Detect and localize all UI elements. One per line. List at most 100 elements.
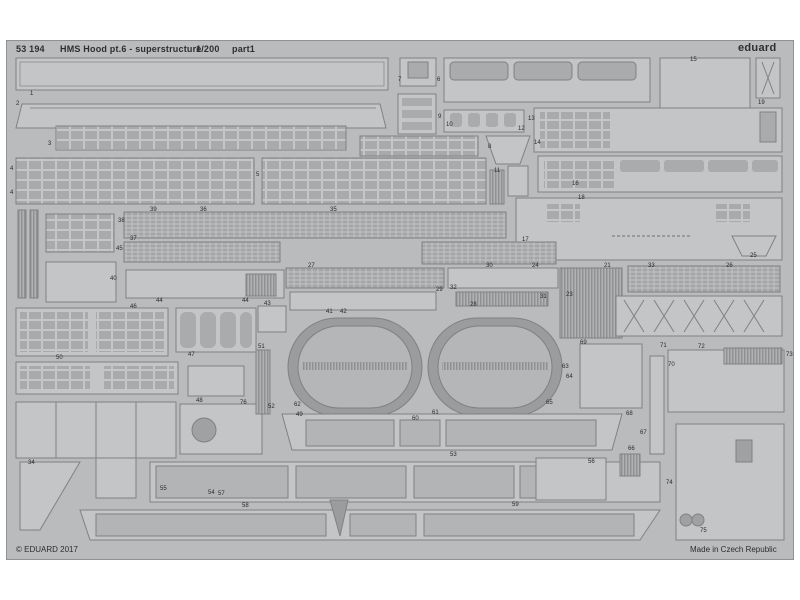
part-number: 54 bbox=[208, 490, 215, 496]
part-33-cluster bbox=[559, 265, 783, 339]
part-number: 2 bbox=[16, 101, 20, 107]
part-number: 36 bbox=[200, 207, 207, 213]
part-number: 44 bbox=[156, 298, 163, 304]
part-16-window-strip bbox=[537, 155, 783, 193]
part-number: 17 bbox=[522, 237, 529, 243]
part-number: 23 bbox=[566, 292, 573, 298]
part-number: 26 bbox=[726, 263, 733, 269]
part-number: 19 bbox=[758, 100, 765, 106]
part-number: 56 bbox=[588, 459, 595, 465]
part-number: 43 bbox=[264, 301, 271, 307]
part-47-blocks bbox=[175, 307, 271, 415]
part-8-funnel bbox=[485, 135, 531, 205]
part-number: 42 bbox=[340, 309, 347, 315]
part-number: 34 bbox=[28, 460, 35, 466]
part-number: 59 bbox=[512, 502, 519, 508]
part-number: 18 bbox=[578, 195, 585, 201]
part-14-frame bbox=[443, 57, 651, 103]
part-number: 30 bbox=[486, 263, 493, 269]
part-number: 33 bbox=[648, 263, 655, 269]
part-number: 35 bbox=[330, 207, 337, 213]
part-76-circle bbox=[191, 417, 217, 443]
part-number: 24 bbox=[532, 263, 539, 269]
part-73-strip bbox=[723, 347, 783, 365]
part-number: 65 bbox=[546, 400, 553, 406]
fret-title: HMS Hood pt.6 - superstructure bbox=[60, 44, 202, 54]
part-number: 9 bbox=[438, 114, 442, 120]
part-42-frame bbox=[289, 291, 437, 311]
part-40-plate bbox=[45, 261, 117, 303]
part-number: 74 bbox=[666, 480, 673, 486]
part-10-13-row bbox=[359, 109, 525, 157]
part-17-ladders bbox=[17, 209, 39, 299]
part-number: 71 bbox=[660, 343, 667, 349]
part-number: 60 bbox=[412, 416, 419, 422]
part-17-strip bbox=[421, 241, 557, 265]
origin-text: Made in Czech Republic bbox=[690, 545, 777, 554]
part-59-frame bbox=[79, 499, 661, 541]
part-number: 31 bbox=[540, 294, 547, 300]
part-49-rail bbox=[281, 413, 623, 451]
part-54-block bbox=[15, 401, 177, 531]
part-number: 25 bbox=[750, 253, 757, 259]
part-number: 40 bbox=[110, 276, 117, 282]
copyright-text: © EDUARD 2017 bbox=[16, 545, 78, 554]
part-number: 7 bbox=[398, 77, 402, 83]
part-number: 67 bbox=[640, 430, 647, 436]
part-27-strip bbox=[285, 267, 445, 289]
part-45-grid bbox=[45, 213, 115, 253]
part-number: 49 bbox=[296, 412, 303, 418]
part-number: 11 bbox=[494, 168, 501, 174]
part-number: 45 bbox=[116, 246, 123, 252]
part-4-panel-left bbox=[15, 157, 255, 205]
part-number: 27 bbox=[308, 263, 315, 269]
part-number: 29 bbox=[436, 287, 443, 293]
brand-logo: eduard bbox=[738, 42, 777, 54]
part-number: 62 bbox=[294, 402, 301, 408]
part-15-panel bbox=[533, 57, 783, 153]
part-number: 1 bbox=[30, 91, 34, 97]
part-number: 38 bbox=[118, 218, 125, 224]
part-number: 21 bbox=[604, 263, 611, 269]
part-number: 4 bbox=[10, 190, 14, 196]
part-number: 73 bbox=[786, 352, 793, 358]
part-32-loops bbox=[447, 267, 559, 289]
part-number: 44 bbox=[242, 298, 249, 304]
part-number: 47 bbox=[188, 352, 195, 358]
part-72-bar bbox=[649, 355, 665, 455]
part-number: 15 bbox=[690, 57, 697, 63]
part-number: 37 bbox=[130, 236, 137, 242]
part-number: 70 bbox=[668, 362, 675, 368]
part-37-strip bbox=[123, 241, 281, 263]
part-65-oval-right bbox=[427, 317, 563, 417]
part-number: 61 bbox=[432, 410, 439, 416]
part-number: 6 bbox=[437, 77, 441, 83]
part-46-panels bbox=[15, 307, 179, 395]
part-number: 72 bbox=[698, 344, 705, 350]
part-number: 32 bbox=[450, 285, 457, 291]
part-number: 8 bbox=[488, 144, 492, 150]
part-number: 16 bbox=[572, 181, 579, 187]
part-number: 64 bbox=[566, 374, 573, 380]
part-number: 55 bbox=[160, 486, 167, 492]
part-18-panel bbox=[515, 197, 783, 261]
part-74-hatch bbox=[735, 439, 753, 463]
part-number: 75 bbox=[700, 528, 707, 534]
part-number: 57 bbox=[218, 491, 225, 497]
part-number: 41 bbox=[326, 309, 333, 315]
small-parts-7-9 bbox=[397, 57, 437, 135]
part-number: 10 bbox=[446, 122, 453, 128]
part-number: 5 bbox=[256, 172, 260, 178]
part-number: 58 bbox=[242, 503, 249, 509]
part-56-frame bbox=[535, 457, 607, 501]
part-number: 13 bbox=[528, 116, 535, 122]
part-2-rail bbox=[15, 103, 387, 129]
part-number: 3 bbox=[48, 141, 52, 147]
part-number: 46 bbox=[130, 304, 137, 310]
part-62-oval-left bbox=[287, 317, 423, 417]
part-1-rail bbox=[15, 57, 389, 91]
part-number: 76 bbox=[240, 400, 247, 406]
part-number: 66 bbox=[628, 446, 635, 452]
part-3-window-strip bbox=[55, 125, 347, 151]
